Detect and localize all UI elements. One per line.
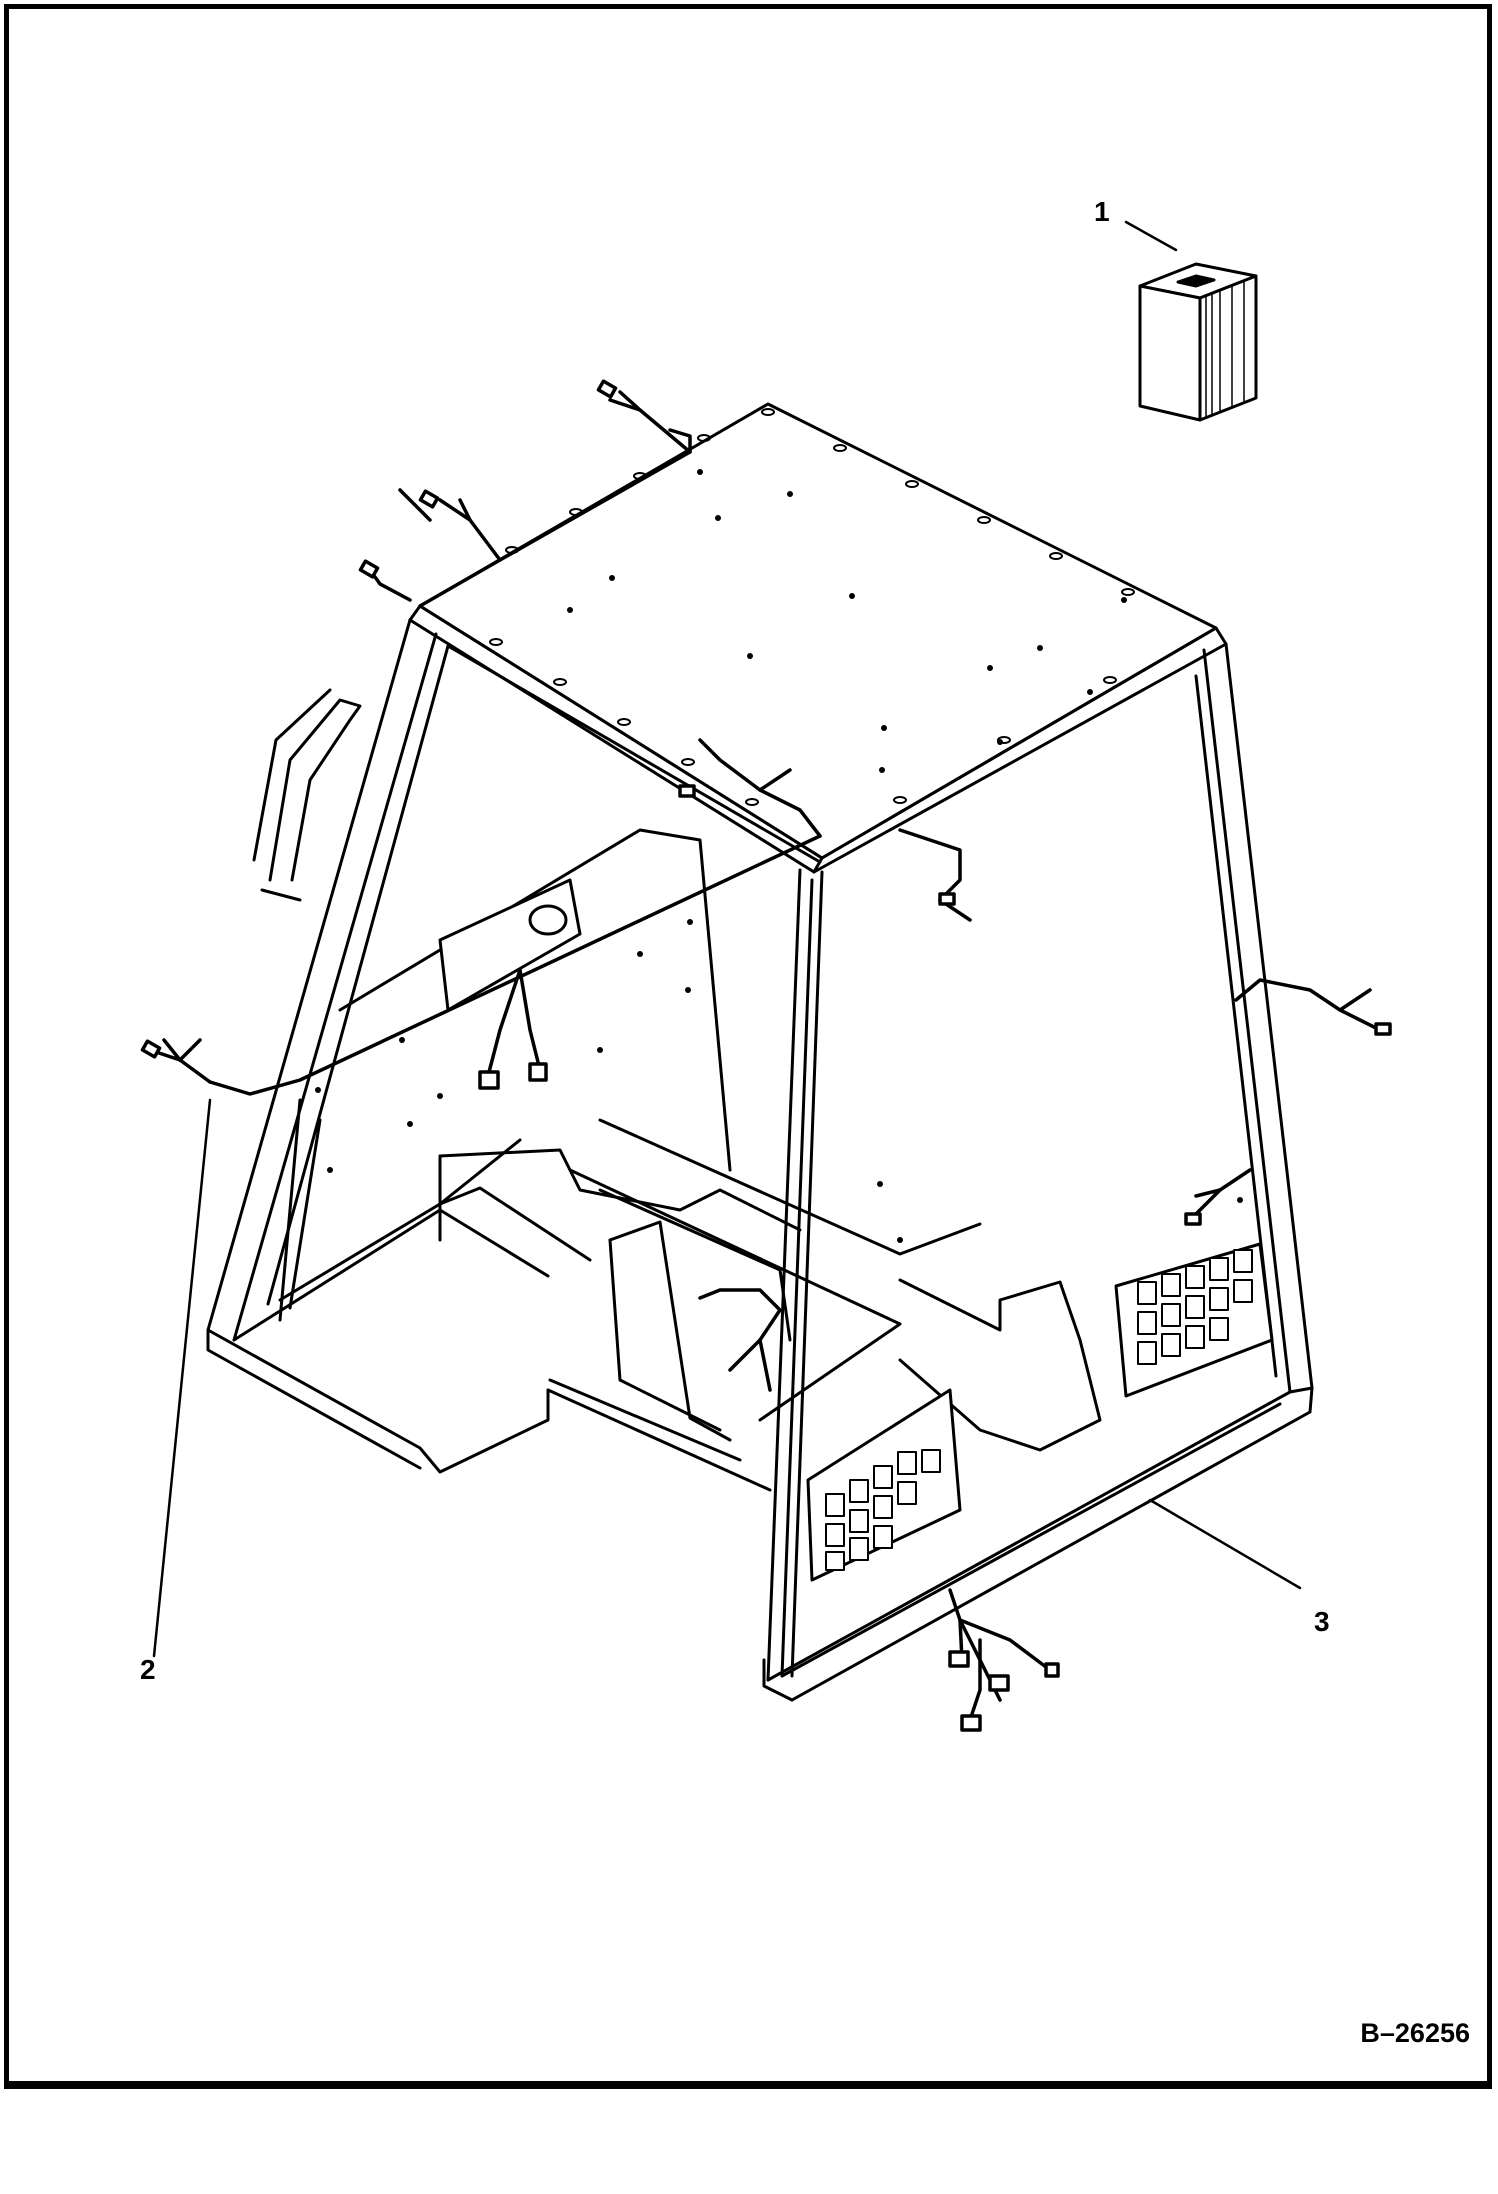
cab-frame-illustration [206, 402, 1314, 1702]
wiring-harness-illustration [140, 379, 1392, 1732]
leader-lines [152, 220, 1302, 1658]
leader-line-3 [1148, 1498, 1302, 1590]
callout-2: 2 [140, 1654, 156, 1685]
callout-3: 3 [1314, 1606, 1330, 1637]
border-bottom-rule [4, 2086, 1492, 2089]
drawing-border [4, 4, 1492, 2086]
drawing-number: B–26256 [1360, 2018, 1470, 2048]
manual-illustration [1138, 262, 1258, 422]
leader-line-1 [1124, 220, 1178, 252]
callout-1: 1 [1094, 196, 1110, 227]
leader-line-2 [152, 1098, 212, 1658]
